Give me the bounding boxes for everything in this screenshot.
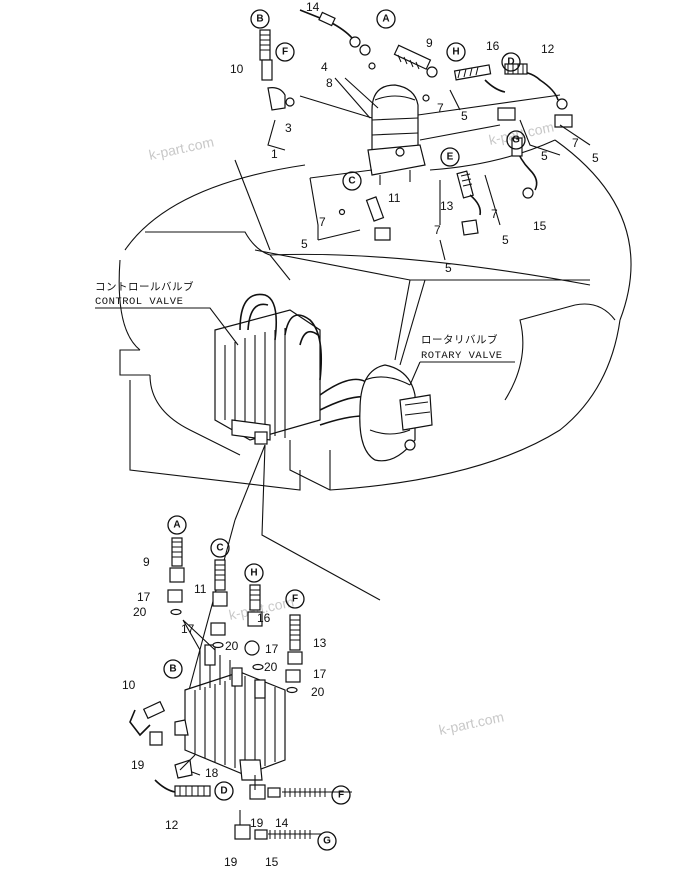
part-5-top-c: 5 [592, 151, 599, 165]
part-4-top: 4 [321, 60, 328, 74]
svg-text:D: D [220, 786, 227, 797]
part-7-top-b: 7 [572, 136, 579, 150]
svg-text:F: F [338, 790, 344, 801]
callout-G-top: G [506, 130, 526, 150]
top-part-leaders [267, 77, 591, 261]
part-10-top: 10 [230, 62, 244, 76]
part-20-bottom-b: 20 [225, 639, 239, 653]
control-valve-caption-jp: コントロールバルブ [95, 280, 194, 294]
callout-B-bottom: B [163, 659, 183, 679]
svg-text:H: H [250, 568, 257, 579]
callout-A-bottom: A [167, 515, 187, 535]
part-5-top-b: 5 [541, 149, 548, 163]
part-8-top: 8 [326, 76, 333, 90]
callout-F-bottom-stack: F [285, 589, 305, 609]
callout-E-top: E [440, 147, 460, 167]
part-18-bottom: 18 [205, 766, 219, 780]
part-7-top-d: 7 [319, 215, 326, 229]
part-15-top: 15 [533, 219, 547, 233]
rotary-valve-assembly [359, 364, 433, 462]
part-17-bottom-a: 17 [137, 590, 151, 604]
part-5-top-e: 5 [502, 233, 509, 247]
svg-text:G: G [512, 135, 520, 146]
svg-text:B: B [169, 664, 176, 675]
svg-text:C: C [216, 543, 223, 554]
callout-B-top: B [250, 9, 270, 29]
svg-text:E: E [447, 152, 454, 163]
part-17-bottom-b: 17 [181, 622, 195, 636]
svg-text:G: G [323, 836, 331, 847]
callout-A-top: A [376, 9, 396, 29]
part-9-bottom: 9 [143, 555, 150, 569]
part-17-bottom-d: 17 [313, 667, 327, 681]
rotary-valve-caption-jp: ロータリバルブ [421, 333, 498, 347]
callout-D-top: D [501, 52, 521, 72]
callout-H-bottom: H [244, 563, 264, 583]
rotary-valve-caption-en: ROTARY VALVE [421, 350, 503, 362]
svg-text:D: D [507, 57, 514, 68]
part-14-bottom: 14 [275, 816, 289, 830]
part-12-top: 12 [541, 42, 555, 56]
part-5-top-f: 5 [445, 261, 452, 275]
part-5-top-d: 5 [301, 237, 308, 251]
part-13-bottom: 13 [313, 636, 327, 650]
frame-outline [118, 139, 632, 491]
watermark-bottom-right: k-part.com [437, 709, 505, 738]
svg-text:F: F [292, 594, 298, 605]
svg-text:A: A [173, 520, 180, 531]
callout-G-bottom: G [317, 831, 337, 851]
bottom-control-valve [174, 644, 286, 781]
part-17-bottom-c: 17 [265, 642, 279, 656]
control-valve-caption-en: CONTROL VALVE [95, 296, 183, 308]
top-rotary-valve-detail [367, 84, 426, 185]
part-12-bottom: 12 [165, 818, 179, 832]
part-7-top-c: 7 [491, 207, 498, 221]
svg-text:A: A [382, 14, 389, 25]
leader-lines-top [234, 159, 590, 366]
svg-text:B: B [256, 14, 263, 25]
leader-lines-bottom [184, 444, 381, 706]
part-19-bottom-b: 19 [250, 816, 264, 830]
callout-F-bottom: F [331, 785, 351, 805]
part-16-bottom: 16 [257, 611, 271, 625]
part-7-top-a: 7 [437, 101, 444, 115]
svg-text:C: C [348, 176, 355, 187]
part-7-top-e: 7 [434, 223, 441, 237]
part-20-bottom-c: 20 [264, 660, 278, 674]
part-14-top: 14 [306, 0, 320, 14]
callout-H-top: H [446, 42, 466, 62]
svg-text:H: H [452, 47, 459, 58]
part-20-bottom-a: 20 [133, 605, 147, 619]
part-11-top: 11 [388, 191, 401, 205]
watermark-top-left: k-part.com [147, 134, 215, 163]
part-19-bottom-c: 19 [224, 855, 238, 869]
part-10-bottom: 10 [122, 678, 136, 692]
callout-D-bottom: D [214, 781, 234, 801]
part-11-bottom: 11 [194, 582, 207, 596]
rotary-valve-caption: ロータリバルブ ROTARY VALVE [409, 333, 515, 386]
callout-C-top: C [342, 171, 362, 191]
part-20-bottom-d: 20 [311, 685, 325, 699]
part-19-bottom-a: 19 [131, 758, 145, 772]
callout-F-top: F [275, 42, 295, 62]
part-1-top: 1 [271, 147, 278, 161]
svg-text:F: F [282, 47, 288, 58]
part-3-top: 3 [285, 121, 292, 135]
part-16-top: 16 [486, 39, 500, 53]
part-5-top-a: 5 [461, 109, 468, 123]
part-13-top: 13 [440, 199, 454, 213]
control-valve-caption: コントロールバルブ CONTROL VALVE [95, 280, 239, 346]
callout-C-bottom: C [210, 538, 230, 558]
bottom-fittings [129, 537, 352, 840]
part-15-bottom: 15 [265, 855, 279, 869]
control-valve-assembly [214, 293, 381, 445]
part-9-top: 9 [426, 36, 433, 50]
